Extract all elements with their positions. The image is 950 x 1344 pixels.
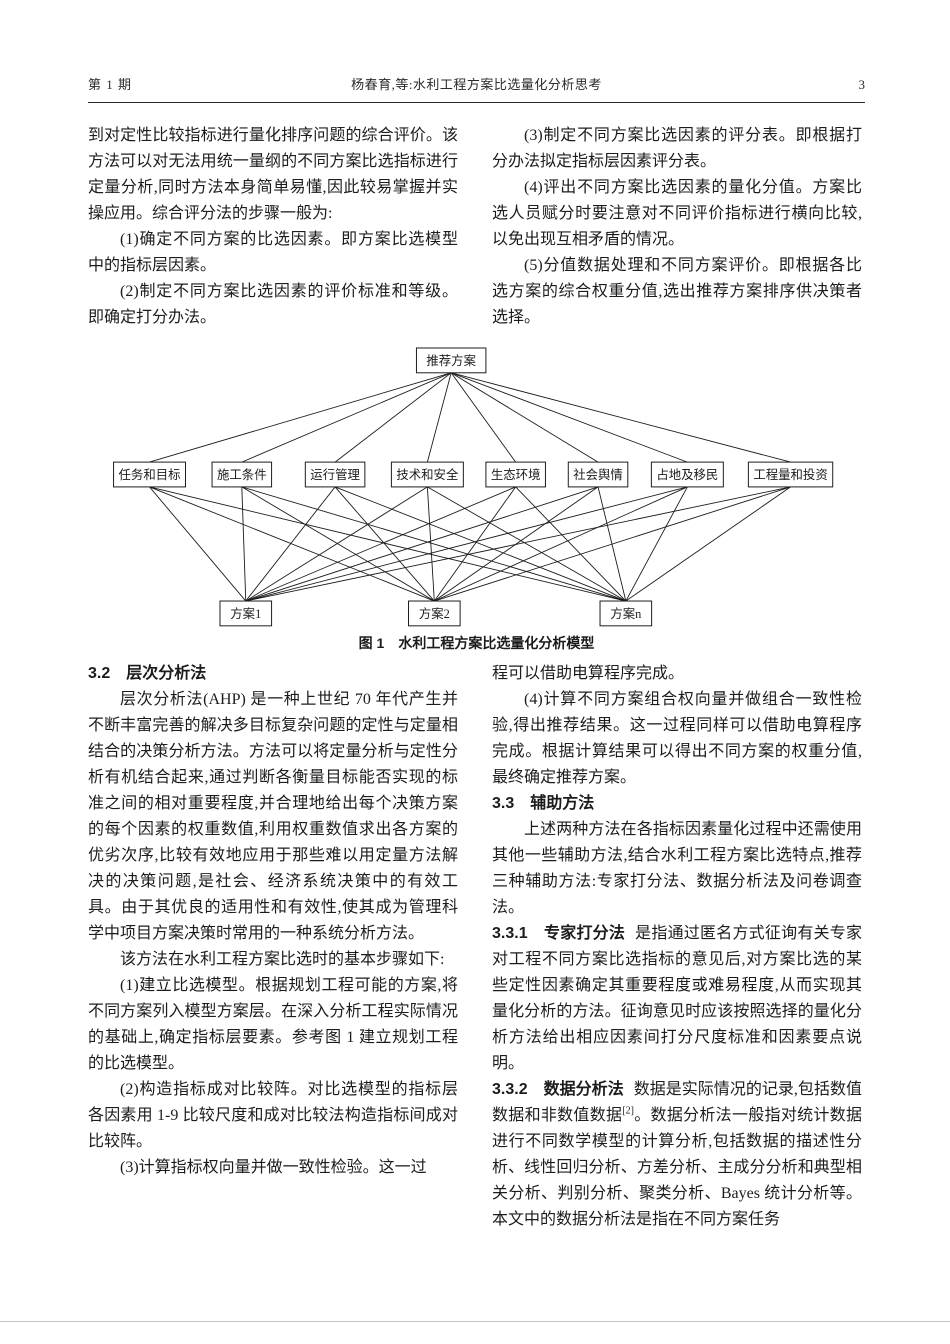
paragraph: (4)计算不同方案组合权向量并做组合一致性检验,得出推荐结果。这一过程同样可以借…: [492, 690, 862, 786]
paragraph: (2)制定不同方案比选因素的评价标准和等级。即确定打分办法。: [88, 283, 458, 326]
paragraph: 该方法在水利工程方案比选时的基本步骤如下:: [120, 950, 445, 968]
node-scheme: 方案n: [599, 600, 653, 627]
top-right-column: (3)制定不同方案比选因素的评分表。即根据打分办法拟定指标层因素评分表。 (4)…: [492, 123, 862, 331]
page-number: 3: [858, 77, 866, 92]
citation-superscript: [2]: [622, 1105, 634, 1117]
figure-1: 推荐方案任务和目标 施工条件 运行管理 技术和安全 生态环境 社会舆情 占地及移民 工程量和投…: [88, 347, 865, 653]
running-title: 杨春育,等:水利工程方案比选量化分析思考: [351, 77, 602, 92]
paragraph: (4)评出不同方案比选因素的量化分值。方案比选人员赋分时要注意对不同评价指标进行…: [492, 179, 862, 248]
top-left-column: 到对定性比较指标进行量化排序问题的综合评价。该方法可以对无法用统一量纲的不同方案…: [88, 123, 458, 331]
node-criterion: 生态环境: [485, 461, 546, 488]
paragraph: 上述两种方法在各指标因素量化过程中还需使用其他一些辅助方法,结合水利工程方案比选…: [492, 820, 862, 916]
bottom-text-section: 3.2 层次分析法 层次分析法(AHP) 是一种上世纪 70 年代产生并不断丰富…: [88, 661, 865, 1233]
node-criterion: 任务和目标: [113, 461, 186, 488]
running-head: 第 1 期 杨春育,等:水利工程方案比选量化分析思考 3: [88, 74, 865, 93]
node-criterion: 技术和安全: [390, 461, 464, 488]
svg-text:方案n: 方案n: [610, 606, 641, 621]
subsection-text: 是指通过匿名方式征询有关专家对工程不同方案比选指标的意见后,对方案比选的某些定性…: [492, 924, 862, 1072]
svg-text:占地及移民: 占地及移民: [656, 467, 718, 482]
svg-text:社会舆情: 社会舆情: [573, 467, 623, 482]
svg-text:运行管理: 运行管理: [310, 467, 360, 482]
svg-text:推荐方案: 推荐方案: [426, 353, 476, 368]
subsection-label: 3.3.2 数据分析法: [492, 1080, 624, 1098]
issue-label: 第 1 期: [88, 77, 133, 92]
node-criterion: 社会舆情: [567, 461, 629, 488]
svg-text:工程量和投资: 工程量和投资: [753, 467, 827, 482]
paragraph: (3)计算指标权向量并做一致性检验。这一过: [120, 1158, 427, 1176]
page-bottom-edge: [0, 1321, 950, 1322]
paragraph-3-3-2: 3.3.2 数据分析法数据是实际情况的记录,包括数值数据和非数值数据[2]。数据…: [492, 1077, 862, 1233]
paragraph-3-3-1: 3.3.1 专家打分法是指通过匿名方式征询有关专家对工程不同方案比选指标的意见后…: [492, 921, 862, 1077]
paragraph: 到对定性比较指标进行量化排序问题的综合评价。该方法可以对无法用统一量纲的不同方案…: [88, 127, 458, 222]
svg-text:生态环境: 生态环境: [491, 467, 541, 482]
paragraph: 层次分析法(AHP) 是一种上世纪 70 年代产生并不断丰富完善的解决多目标复杂…: [88, 690, 458, 942]
figure-caption-label: 图 1: [358, 634, 385, 651]
subsection-label: 3.3.1 专家打分法: [492, 924, 626, 942]
figure-caption-text: 水利工程方案比选量化分析模型: [398, 634, 595, 651]
section-heading-3-3: 3.3 辅助方法: [492, 794, 595, 812]
paragraph: 程可以借助电算程序完成。: [492, 664, 685, 682]
node-criterion: 占地及移民: [650, 461, 724, 488]
svg-text:施工条件: 施工条件: [217, 468, 267, 482]
node-criterion: 运行管理: [304, 461, 366, 488]
bottom-right-column: 程可以借助电算程序完成。 (4)计算不同方案组合权向量并做组合一致性检验,得出推…: [492, 661, 862, 1233]
svg-text:方案2: 方案2: [419, 606, 450, 621]
paragraph: (2)构造指标成对比较阵。对比选模型的指标层各因素用 1-9 比较尺度和成对比较…: [88, 1080, 458, 1150]
node-scheme: 方案2: [408, 600, 461, 627]
paragraph: (1)确定不同方案的比选因素。即方案比选模型中的指标层因素。: [88, 231, 458, 274]
svg-text:方案1: 方案1: [230, 606, 261, 621]
node-criterion: 施工条件: [211, 461, 273, 488]
paragraph: (5)分值数据处理和不同方案评价。即根据各比选方案的综合权重分值,选出推荐方案排…: [492, 257, 862, 326]
paragraph: (3)制定不同方案比选因素的评分表。即根据打分办法拟定指标层因素评分表。: [492, 127, 862, 170]
figure-caption: 图 1 水利工程方案比选量化分析模型: [88, 633, 865, 653]
node-goal: 推荐方案: [415, 347, 487, 374]
top-text-section: 到对定性比较指标进行量化排序问题的综合评价。该方法可以对无法用统一量纲的不同方案…: [88, 123, 865, 331]
subsection-text: 数据是实际情况的记录,包括数值数据和非数值数据: [492, 1080, 862, 1124]
node-criterion: 工程量和投资: [747, 461, 834, 488]
section-heading-3-2: 3.2 层次分析法: [88, 664, 207, 682]
header-rule: [88, 102, 865, 103]
paragraph: (1)建立比选模型。根据规划工程可能的方案,将不同方案列入模型方案层。在深入分析…: [88, 976, 458, 1072]
svg-text:任务和目标: 任务和目标: [119, 467, 181, 482]
svg-text:技术和安全: 技术和安全: [396, 467, 459, 482]
subsection-text: 。数据分析法一般指对统计数据进行不同数学模型的计算分析,包括数据的描述性分析、线…: [492, 1106, 862, 1228]
node-scheme: 方案1: [219, 600, 273, 627]
bottom-left-column: 3.2 层次分析法 层次分析法(AHP) 是一种上世纪 70 年代产生并不断丰富…: [88, 661, 458, 1233]
